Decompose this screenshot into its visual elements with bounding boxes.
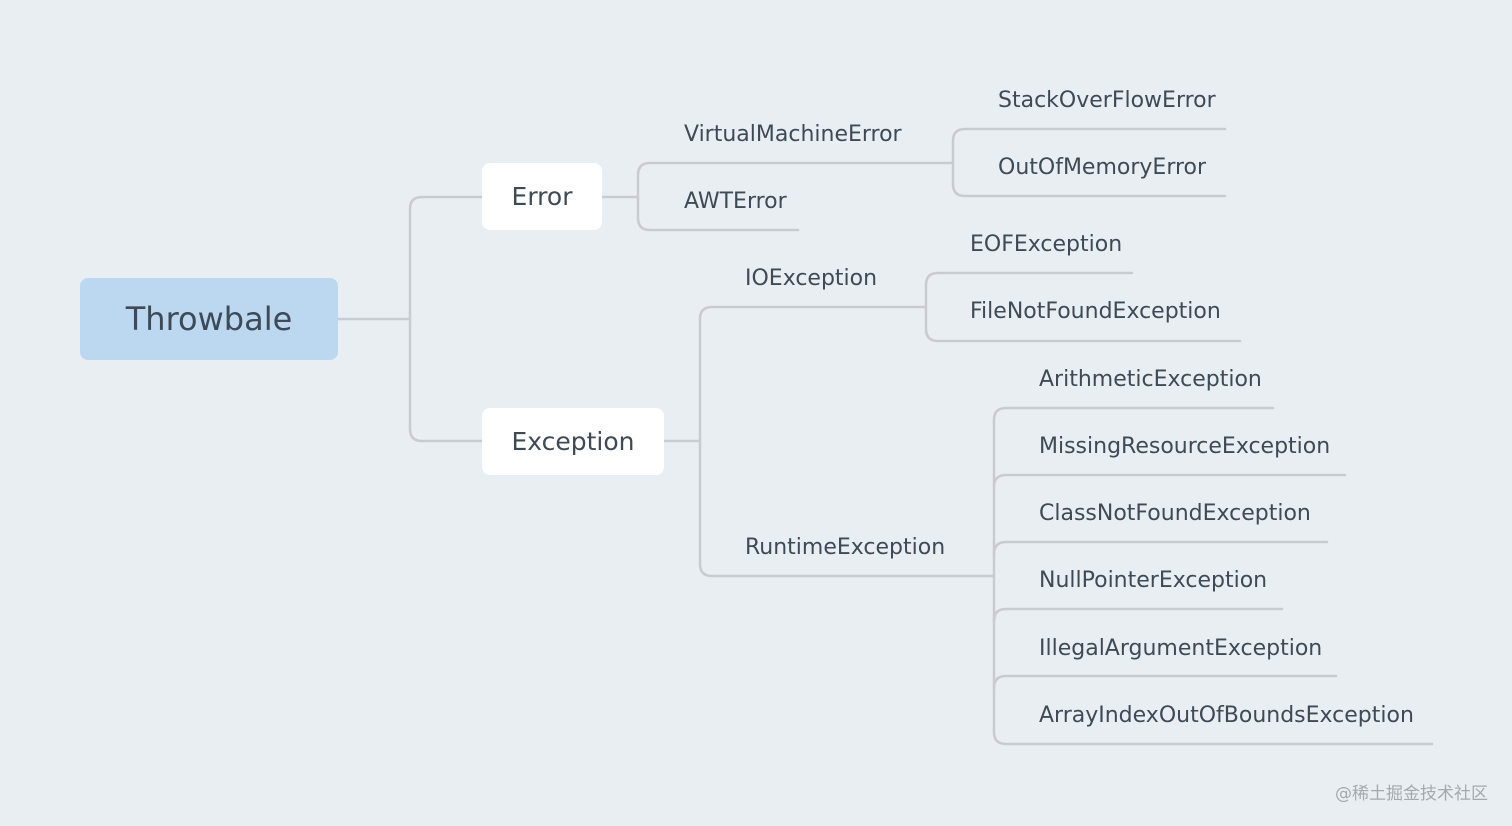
connector-runtime-rule-5	[992, 674, 1338, 690]
node-io-exception: IOException	[745, 266, 878, 291]
root-node-label: Throwbale	[125, 300, 293, 338]
node-out-of-memory-error: OutOfMemoryError	[998, 155, 1207, 180]
connector-io-branch	[924, 271, 1242, 343]
node-array-index-out-of-bounds-exception: ArrayIndexOutOfBoundsException	[1039, 703, 1414, 728]
connector-vm-branch	[951, 127, 1227, 198]
node-virtual-machine-error: VirtualMachineError	[684, 122, 902, 147]
connector-root-branch	[408, 195, 484, 443]
node-illegal-argument-exception: IllegalArgumentException	[1039, 636, 1323, 661]
node-eof-exception: EOFException	[970, 232, 1123, 257]
node-stack-overflow-error: StackOverFlowError	[998, 88, 1216, 113]
node-error-label: Error	[511, 182, 573, 211]
node-awt-error: AWTError	[684, 189, 787, 214]
node-exception: Exception	[482, 408, 664, 475]
connector-exception-branch	[698, 305, 996, 578]
node-null-pointer-exception: NullPointerException	[1039, 568, 1268, 593]
node-file-not-found-exception: FileNotFoundException	[970, 299, 1221, 324]
watermark: @稀土掘金技术社区	[1335, 784, 1488, 804]
connector-error-branch	[636, 161, 954, 232]
node-exception-label: Exception	[511, 427, 635, 456]
node-runtime-exception: RuntimeException	[745, 535, 946, 560]
connector-runtime-rule-2	[992, 473, 1347, 489]
node-error: Error	[482, 163, 602, 230]
root-node-throwbale: Throwbale	[80, 278, 338, 360]
node-missing-resource-exception: MissingResourceException	[1039, 434, 1331, 459]
connector-runtime-rule-3	[992, 540, 1329, 556]
node-arithmetic-exception: ArithmeticException	[1039, 367, 1262, 392]
connector-runtime-branch	[992, 406, 1434, 746]
node-class-not-found-exception: ClassNotFoundException	[1039, 501, 1311, 526]
connector-runtime-rule-4	[992, 607, 1284, 623]
